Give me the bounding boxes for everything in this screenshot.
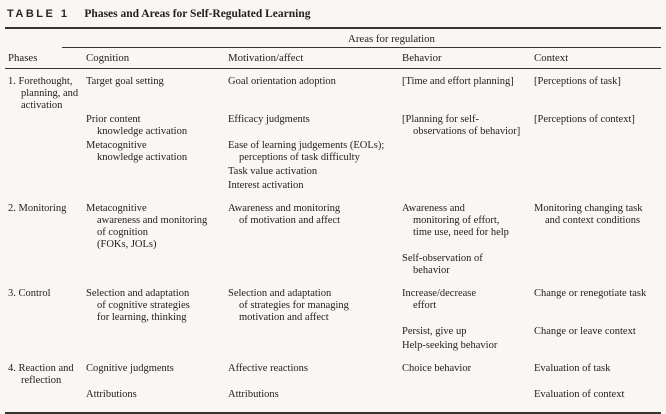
column-header-cognition: Cognition (86, 52, 130, 64)
cell-context: Evaluation of context (534, 389, 625, 400)
column-header-row: Phases Cognition Motivation/affect Behav… (5, 48, 661, 69)
spanner-header: Areas for regulation (5, 29, 661, 48)
cell-motivation: Goal orientation adoption (228, 76, 336, 87)
cell-behavior: Choice behavior (402, 363, 472, 374)
cell-behavior: [Time and effort planning] (402, 76, 514, 87)
cell-motivation: Affective reactions (228, 363, 308, 374)
cell-cognition: Metacognitive knowledge activation (86, 140, 188, 163)
cell-cognition: Selection and adaptation of cognitive st… (86, 288, 190, 323)
cell-context: Change or renegotiate task (534, 288, 647, 299)
cell-motivation: Selection and adaptation of strategies f… (228, 288, 349, 323)
cell-motivation: Awareness and monitoring of motivation a… (228, 203, 341, 226)
phase-label: 4. Reaction and reflection (8, 363, 74, 386)
column-header-phases: Phases (8, 52, 38, 64)
phase-label: 1. Forethought, planning, and activation (8, 76, 79, 111)
column-header-context: Context (534, 52, 569, 64)
spanner-label: Areas for regulation (62, 29, 661, 48)
cell-context: [Perceptions of context] (534, 114, 635, 125)
rule-top (5, 27, 661, 29)
phase-row-group: 1. Forethought, planning, and activation… (5, 76, 661, 194)
phase-row-group: 2. Monitoring Metacognitive awareness and… (5, 203, 661, 279)
cell-context: Evaluation of task (534, 363, 611, 374)
cell-cognition: Prior content knowledge activation (86, 114, 188, 137)
phase-label: 2. Monitoring (8, 203, 67, 214)
cell-motivation: Ease of learning judgements (EOLs); perc… (228, 140, 385, 163)
table-number: TABLE 1 (7, 8, 70, 20)
cell-behavior: Awareness and monitoring of effort, time… (402, 203, 509, 238)
cell-motivation: Interest activation (228, 180, 304, 191)
cell-motivation: Attributions (228, 389, 279, 400)
cell-cognition: Target goal setting (86, 76, 164, 87)
column-header-motivation: Motivation/affect (228, 52, 304, 64)
table-title: Phases and Areas for Self-Regulated Lear… (84, 8, 311, 20)
phase-row-group: 4. Reaction and reflection Cognitive judg… (5, 363, 661, 403)
cell-behavior: Help-seeking behavior (402, 340, 498, 351)
phase-row-group: 3. Control Selection and adaptation of co… (5, 288, 661, 354)
phase-label: 3. Control (8, 288, 51, 299)
cell-cognition: Metacognitive awareness and monitoring o… (86, 203, 208, 250)
cell-cognition: Cognitive judgments (86, 363, 174, 374)
table-caption: TABLE 1 Phases and Areas for Self-Regula… (5, 6, 661, 27)
cell-context: Change or leave context (534, 326, 636, 337)
cell-behavior: Self-observation of behavior (402, 253, 483, 276)
cell-behavior: [Planning for self- observations of beha… (402, 114, 521, 137)
cell-motivation: Efficacy judgments (228, 114, 310, 125)
column-header-behavior: Behavior (402, 52, 442, 64)
cell-cognition: Attributions (86, 389, 137, 400)
cell-behavior: Persist, give up (402, 326, 467, 337)
cell-motivation: Task value activation (228, 166, 318, 177)
cell-context: Monitoring changing task and context con… (534, 203, 643, 226)
cell-behavior: Increase/decrease effort (402, 288, 477, 311)
cell-context: [Perceptions of task] (534, 76, 621, 87)
table-body: 1. Forethought, planning, and activation… (5, 69, 661, 403)
